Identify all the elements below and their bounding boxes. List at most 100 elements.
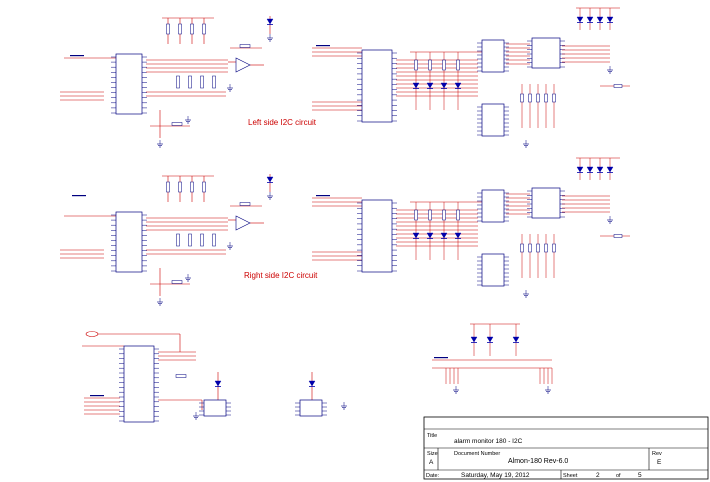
resistor bbox=[552, 93, 556, 103]
net-label-mark bbox=[72, 195, 86, 197]
diode bbox=[412, 232, 420, 239]
size-value: A bbox=[429, 459, 434, 466]
resistor bbox=[202, 181, 206, 193]
ic-chip bbox=[361, 49, 393, 123]
op-amp bbox=[235, 57, 251, 73]
ic-chip bbox=[531, 187, 561, 219]
diode bbox=[454, 82, 462, 89]
diode bbox=[586, 16, 594, 23]
diode bbox=[266, 18, 274, 25]
ic-chip bbox=[115, 53, 143, 115]
connector bbox=[85, 331, 99, 337]
resistor bbox=[428, 209, 432, 221]
rev-caption: Rev bbox=[652, 451, 662, 457]
resistor bbox=[176, 75, 180, 89]
net-label-mark bbox=[316, 45, 330, 47]
ic-chip bbox=[481, 189, 505, 223]
net-label-mark bbox=[70, 55, 84, 57]
date-caption: Date: bbox=[426, 473, 440, 479]
ic-chip bbox=[299, 399, 323, 417]
diode bbox=[606, 166, 614, 173]
net-label-mark bbox=[316, 195, 330, 197]
resistor bbox=[544, 93, 548, 103]
diode bbox=[576, 166, 584, 173]
title-value: alarm monitor 180 - I2C bbox=[454, 438, 523, 445]
rev-value: E bbox=[657, 459, 662, 466]
resistor bbox=[552, 243, 556, 253]
resistor bbox=[188, 75, 192, 89]
resistor bbox=[456, 209, 460, 221]
resistor bbox=[536, 243, 540, 253]
resistor bbox=[613, 234, 623, 238]
op-amp bbox=[235, 215, 251, 231]
resistor bbox=[442, 209, 446, 221]
diode bbox=[512, 336, 520, 343]
resistor bbox=[176, 233, 180, 247]
ic-chip bbox=[531, 37, 561, 69]
diode bbox=[596, 166, 604, 173]
right-section-label: Right side I2C circuit bbox=[244, 271, 318, 280]
resistor bbox=[200, 233, 204, 247]
diode bbox=[426, 82, 434, 89]
size-caption: Size bbox=[427, 451, 438, 457]
diode bbox=[596, 16, 604, 23]
of-caption: of bbox=[616, 473, 621, 479]
resistor bbox=[414, 59, 418, 71]
diode bbox=[454, 232, 462, 239]
resistor bbox=[613, 84, 623, 88]
resistor bbox=[171, 280, 183, 284]
title-block: Title alarm monitor 180 - I2C Size A Doc… bbox=[423, 416, 709, 480]
resistor bbox=[212, 233, 216, 247]
diode bbox=[214, 380, 222, 387]
net-label-mark bbox=[90, 395, 104, 397]
resistor bbox=[528, 243, 532, 253]
resistor bbox=[202, 23, 206, 35]
total-sheets-value: 5 bbox=[638, 472, 642, 479]
ic-chip bbox=[123, 345, 155, 423]
resistor bbox=[175, 374, 187, 378]
resistor bbox=[239, 202, 251, 206]
resistor bbox=[190, 23, 194, 35]
schematic-components bbox=[70, 16, 623, 423]
resistor bbox=[442, 59, 446, 71]
resistor bbox=[528, 93, 532, 103]
diode bbox=[440, 232, 448, 239]
resistor bbox=[536, 93, 540, 103]
schematic-wiring bbox=[60, 7, 630, 422]
ic-chip bbox=[481, 39, 505, 73]
ic-chip bbox=[203, 399, 227, 417]
resistor bbox=[171, 122, 183, 126]
resistor bbox=[520, 93, 524, 103]
resistor bbox=[414, 209, 418, 221]
sheet-value: 2 bbox=[596, 472, 600, 479]
diode bbox=[440, 82, 448, 89]
resistor bbox=[456, 59, 460, 71]
document-number-value: Almon-180 Rev-6.0 bbox=[508, 458, 568, 465]
resistor bbox=[188, 233, 192, 247]
resistor bbox=[190, 181, 194, 193]
resistor bbox=[178, 181, 182, 193]
date-value: Saturday, May 19, 2012 bbox=[461, 472, 530, 479]
ic-chip bbox=[481, 103, 505, 137]
resistor bbox=[239, 44, 251, 48]
diode bbox=[426, 232, 434, 239]
document-number-caption: Document Number bbox=[454, 451, 500, 457]
resistor bbox=[544, 243, 548, 253]
resistor bbox=[166, 181, 170, 193]
resistor bbox=[428, 59, 432, 71]
diode bbox=[486, 336, 494, 343]
diode bbox=[586, 166, 594, 173]
resistor bbox=[178, 23, 182, 35]
diode bbox=[576, 16, 584, 23]
diode bbox=[470, 336, 478, 343]
net-label-mark bbox=[434, 357, 448, 359]
left-section-label: Left side I2C circuit bbox=[248, 118, 317, 127]
ic-chip bbox=[115, 211, 143, 273]
diode bbox=[412, 82, 420, 89]
resistor bbox=[212, 75, 216, 89]
ic-chip bbox=[481, 253, 505, 287]
title-caption: Title bbox=[427, 433, 437, 439]
diode bbox=[606, 16, 614, 23]
diode bbox=[308, 380, 316, 387]
